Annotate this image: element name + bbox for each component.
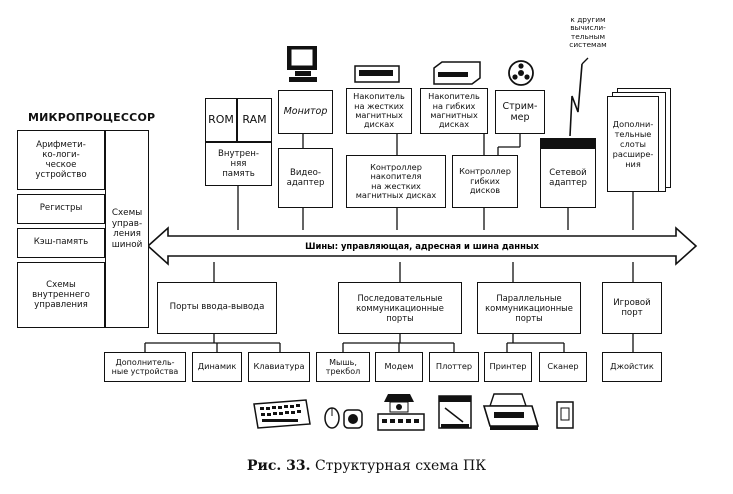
figure-caption: Рис. 33. Структурная схема ПК [0,458,733,474]
scanner-box: Сканер [539,352,587,382]
cache-box: Кэш-память [17,228,105,258]
printer-icon [482,393,540,430]
figure-number: Рис. 33. [246,458,311,474]
joystick-icon [556,401,574,429]
monitor-box: Монитор [278,90,333,134]
extra-devices-box: Дополнитель- ные устройства [104,352,186,382]
monitor-icon [287,46,317,82]
mouse-box: Мышь, трекбол [316,352,370,382]
system-bus-arrow [146,226,698,266]
network-adapter-box: Сетевой адаптер [540,148,596,208]
expansion-slots-box: Дополни- тельные слоты расшире- ния [607,96,659,192]
fdd-controller-box: Контроллер гибких дисков [452,155,518,208]
keyboard-icon [253,399,311,429]
speaker-box: Динамик [192,352,242,382]
other-systems-note: к другим вычисли- тельным системам [569,15,607,50]
plotter-box: Плоттер [429,352,479,382]
streamer-box: Стрим- мер [495,90,545,134]
joystick-box: Джойстик [602,352,662,382]
streamer-reel-icon [508,60,534,86]
io-ports-box: Порты ввода-вывода [157,282,277,334]
keyboard-box: Клавиатура [248,352,310,382]
game-port-box: Игровой порт [602,282,662,334]
processor-title: МИКРОПРОЦЕССОР [28,111,156,124]
bus-label: Шины: управляющая, адресная и шина данны… [305,241,539,251]
ram-box: RAM [237,98,272,142]
mouse-icon [324,407,363,429]
fdd-icon [433,61,481,85]
printer-box: Принтер [484,352,532,382]
hdd-icon [354,65,400,83]
internal-control-box: Схемы внутреннего управления [17,262,105,328]
parallel-ports-box: Параллельные коммуникационные порты [477,282,581,334]
serial-ports-box: Последовательные коммуникационные порты [338,282,462,334]
hdd-controller-box: Контроллер накопителя на жестких магнитн… [346,155,446,208]
plotter-icon [438,395,472,429]
internal-memory-box: Внутрен- няя память [205,142,272,186]
video-adapter-box: Видео- адаптер [278,148,333,208]
registers-box: Регистры [17,194,105,224]
alu-box: Арифмети- ко-логи- ческое устройство [17,130,105,190]
modem-box: Модем [375,352,423,382]
rom-box: ROM [205,98,237,142]
fdd-box: Накопитель на гибких магнитных дисках [420,88,488,134]
antenna-icon [569,63,583,137]
bus-control-box: Схемы управ- ления шиной [105,130,149,328]
hdd-box: Накопитель на жестких магнитных дисках [346,88,412,134]
figure-caption-text: Структурная схема ПК [310,458,487,474]
modem-phone-icon [377,394,425,431]
network-connector-bar [540,138,596,148]
